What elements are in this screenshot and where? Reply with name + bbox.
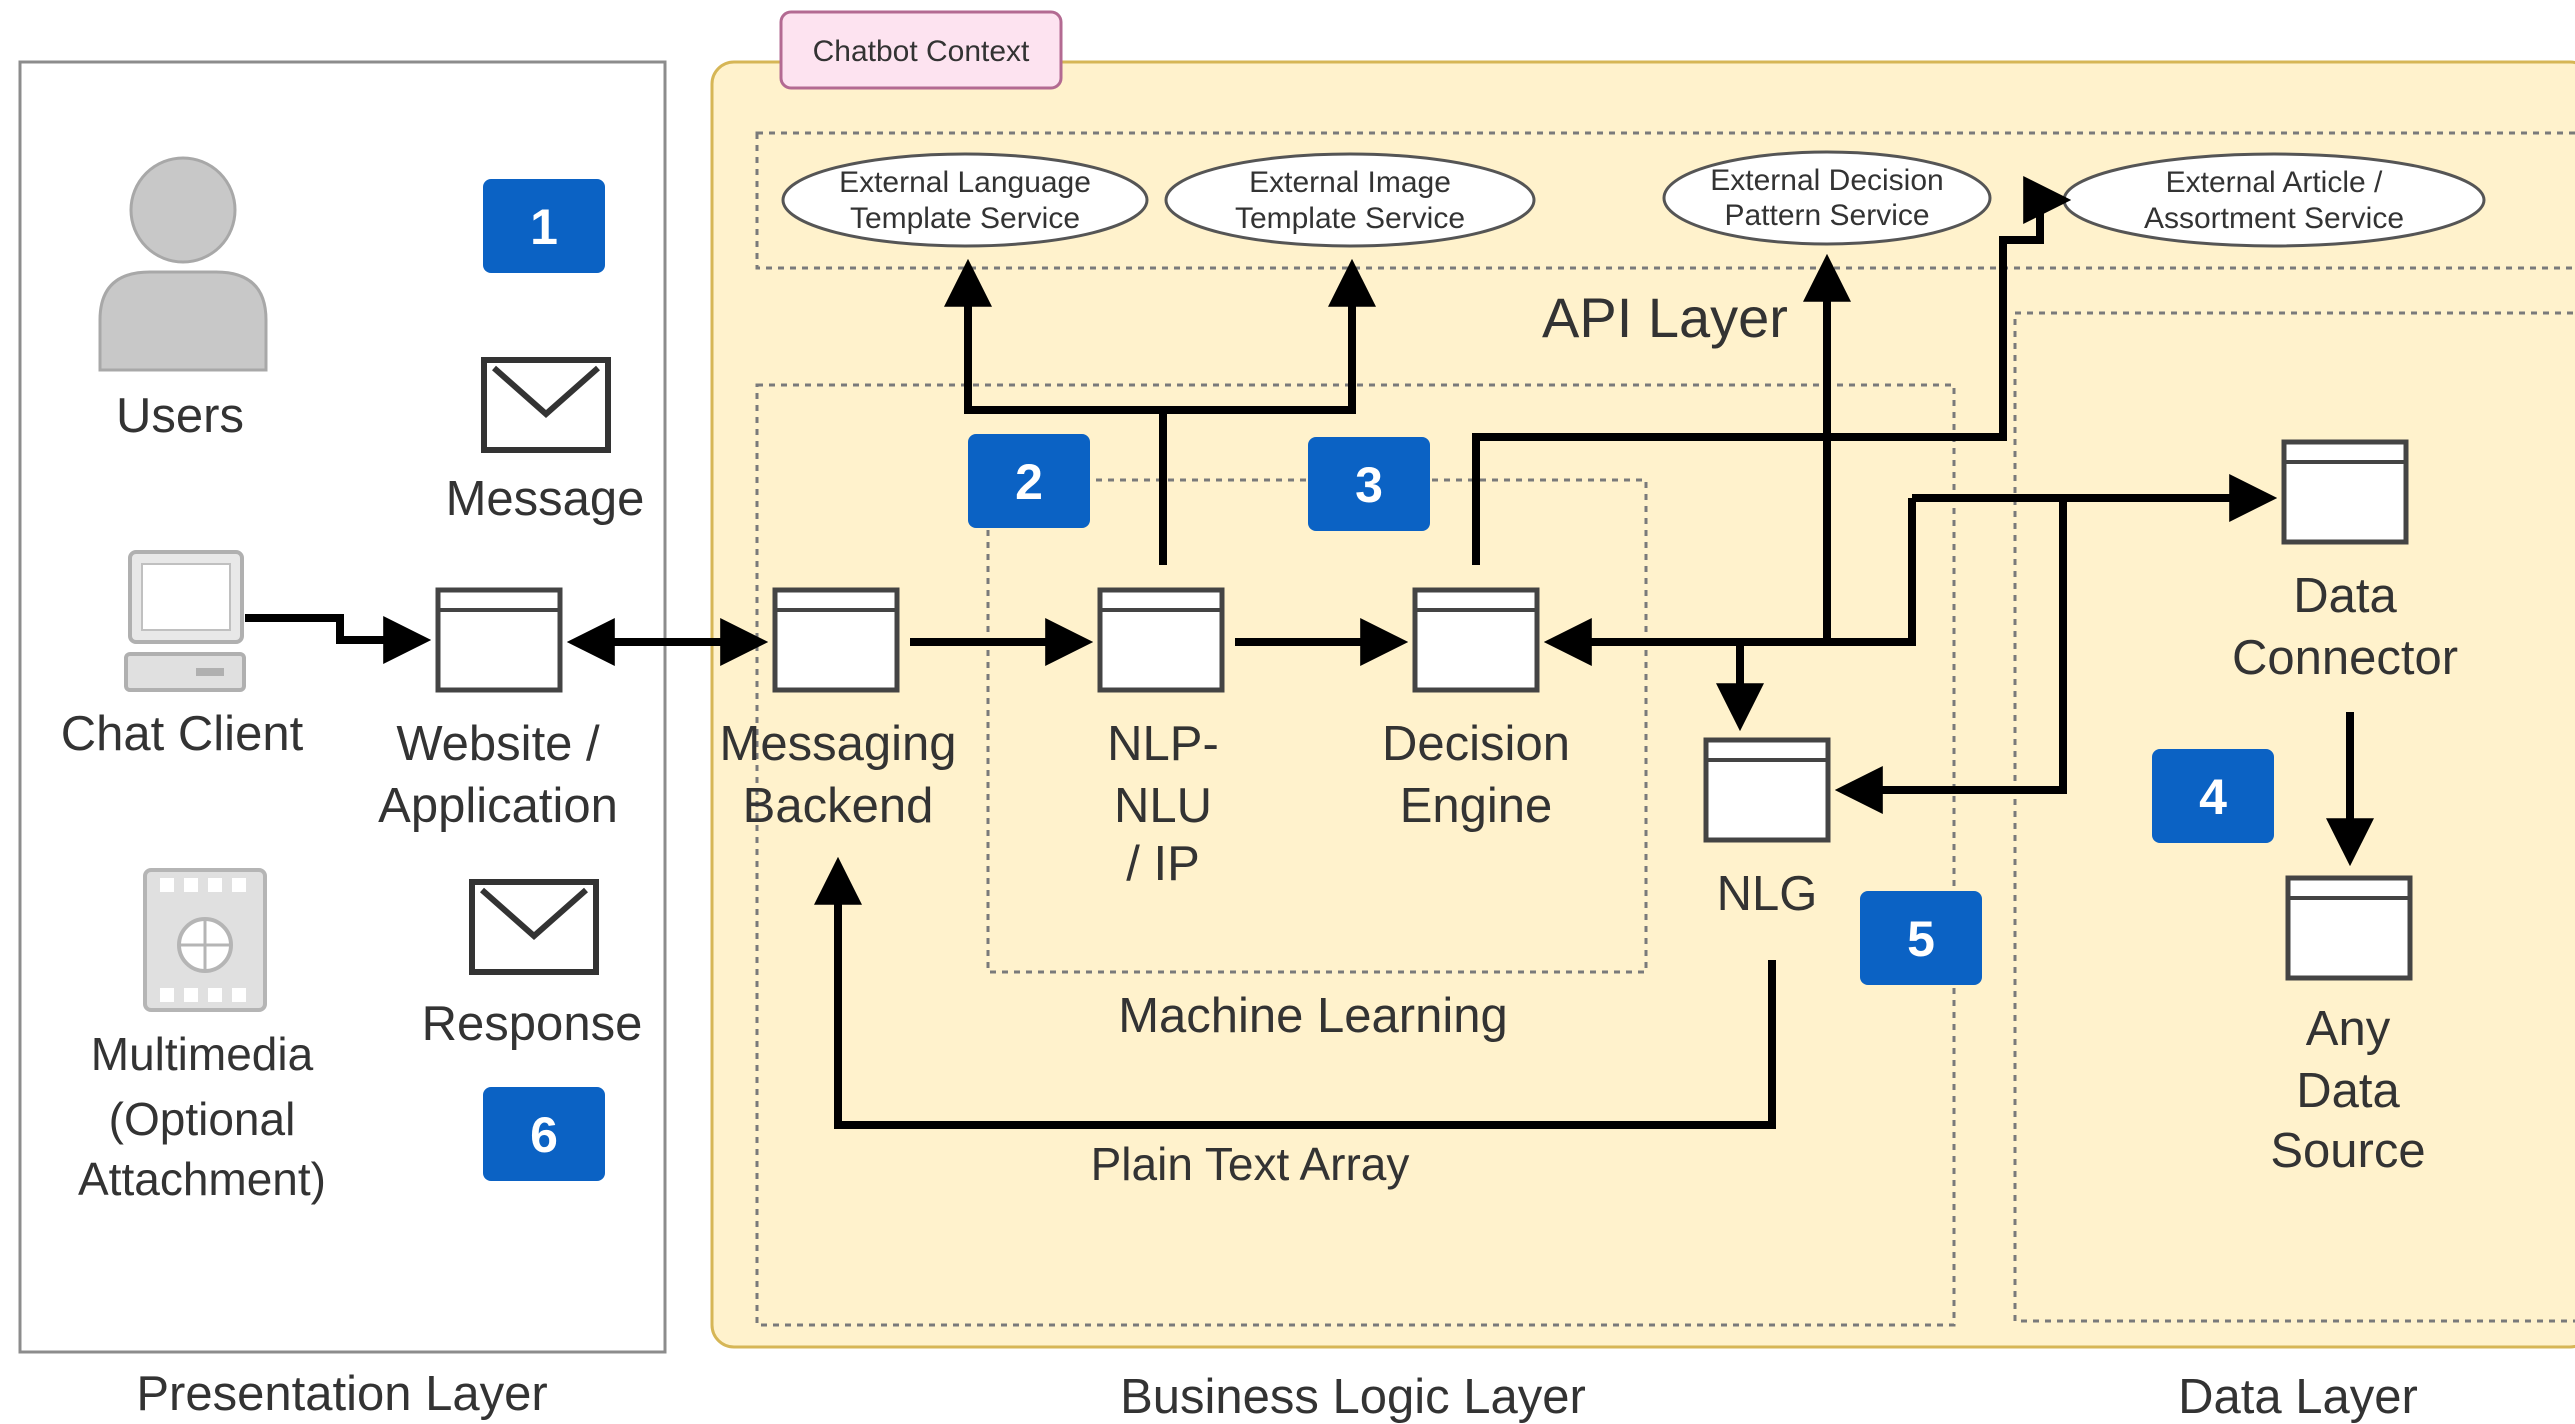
business-logic-layer-caption: Business Logic Layer	[1120, 1370, 1586, 1424]
multimedia-film-icon	[143, 868, 267, 1012]
user-icon	[98, 156, 268, 372]
external-image-template-service: External Image Template Service	[1164, 152, 1536, 248]
messaging-backend-label-line2: Backend	[743, 779, 934, 833]
svg-text:2: 2	[1015, 454, 1043, 510]
nlg-label: NLG	[1717, 867, 1818, 921]
decision-engine-label-line1: Decision	[1382, 717, 1570, 771]
nlg-window-icon	[1703, 737, 1831, 843]
website-label-line1: Website /	[396, 717, 600, 771]
external-decision-pattern-service: External Decision Pattern Service	[1662, 150, 1992, 246]
svg-text:3: 3	[1355, 457, 1383, 513]
decision-engine-window-icon	[1412, 587, 1540, 693]
arrow-nlp-to-language-service	[944, 258, 1167, 565]
svg-text:Template Service: Template Service	[850, 202, 1080, 235]
nlp-label-line1: NLP-	[1107, 717, 1219, 771]
users-label: Users	[116, 389, 244, 443]
nlp-nlu-window-icon	[1097, 587, 1225, 693]
step-badge-2: 2	[968, 434, 1090, 528]
nlp-label-line3: / IP	[1126, 837, 1200, 891]
svg-text:5: 5	[1907, 911, 1935, 967]
data-connector-label-line2: Connector	[2232, 631, 2458, 685]
step-badge-4: 4	[2152, 749, 2274, 843]
svg-text:1: 1	[530, 199, 558, 255]
data-source-window-icon	[2285, 875, 2413, 981]
data-source-label-line1: Any	[2306, 1002, 2391, 1056]
external-article-assortment-service: External Article / Assortment Service	[2062, 152, 2486, 248]
computer-icon	[124, 550, 246, 692]
plain-text-array-label: Plain Text Array	[1091, 1138, 1410, 1190]
response-envelope-icon	[469, 879, 599, 975]
machine-learning-label: Machine Learning	[1118, 989, 1508, 1043]
svg-text:6: 6	[530, 1107, 558, 1163]
api-layer-region	[755, 131, 2575, 270]
arrow-nlp-to-image-service	[1163, 258, 1376, 414]
connector-arrows	[245, 176, 2374, 1129]
step-badge-6: 6	[483, 1087, 605, 1181]
website-window-icon	[435, 587, 563, 693]
svg-text:External Language: External Language	[839, 166, 1091, 199]
data-source-label-line2: Data	[2296, 1064, 2400, 1118]
chat-client-label: Chat Client	[61, 707, 304, 761]
arrow-chat-client-to-website	[245, 614, 432, 664]
svg-text:Template Service: Template Service	[1235, 202, 1465, 235]
svg-text:Pattern Service: Pattern Service	[1724, 199, 1929, 232]
messaging-backend-label-line1: Messaging	[720, 717, 957, 771]
external-language-template-service: External Language Template Service	[781, 152, 1149, 248]
presentation-layer-caption: Presentation Layer	[136, 1367, 547, 1421]
arrow-decision-to-article-service	[1472, 176, 2072, 565]
message-envelope-icon	[481, 357, 611, 453]
arrow-nlg-to-messaging	[814, 856, 1776, 1129]
website-label-line2: Application	[378, 779, 618, 833]
step-badge-1: 1	[483, 179, 605, 273]
data-layer-region	[2013, 311, 2575, 1323]
multimedia-label-line1: Multimedia	[91, 1028, 314, 1080]
chatbot-context-tag: Chatbot Context	[779, 10, 1063, 90]
nlp-label-line2: NLU	[1114, 779, 1212, 833]
multimedia-label-line2: (Optional	[109, 1093, 296, 1145]
business-logic-region	[755, 383, 1956, 1327]
step-badge-5: 5	[1860, 891, 1982, 985]
data-layer-caption: Data Layer	[2178, 1370, 2418, 1424]
api-layer-label: API Layer	[1542, 286, 1788, 349]
svg-text:Chatbot Context: Chatbot Context	[813, 35, 1030, 68]
multimedia-label-line3: Attachment)	[78, 1153, 326, 1205]
data-connector-window-icon	[2281, 439, 2409, 545]
svg-text:4: 4	[2199, 769, 2227, 825]
data-source-label-line3: Source	[2270, 1124, 2425, 1178]
data-connector-label-line1: Data	[2293, 569, 2397, 623]
svg-text:External Decision: External Decision	[1710, 164, 1943, 197]
svg-text:Assortment Service: Assortment Service	[2144, 202, 2404, 235]
message-label: Message	[446, 472, 645, 526]
arrow-data-to-nlg	[1834, 498, 2067, 814]
arrow-into-decision-engine	[1543, 498, 1916, 666]
step-badge-3: 3	[1308, 437, 1430, 531]
svg-text:External Article /: External Article /	[2166, 166, 2383, 199]
messaging-backend-window-icon	[772, 587, 900, 693]
svg-text:External Image: External Image	[1249, 166, 1451, 199]
decision-engine-label-line2: Engine	[1400, 779, 1553, 833]
response-label: Response	[422, 997, 643, 1051]
chatbot-context-panel	[710, 60, 2575, 1349]
